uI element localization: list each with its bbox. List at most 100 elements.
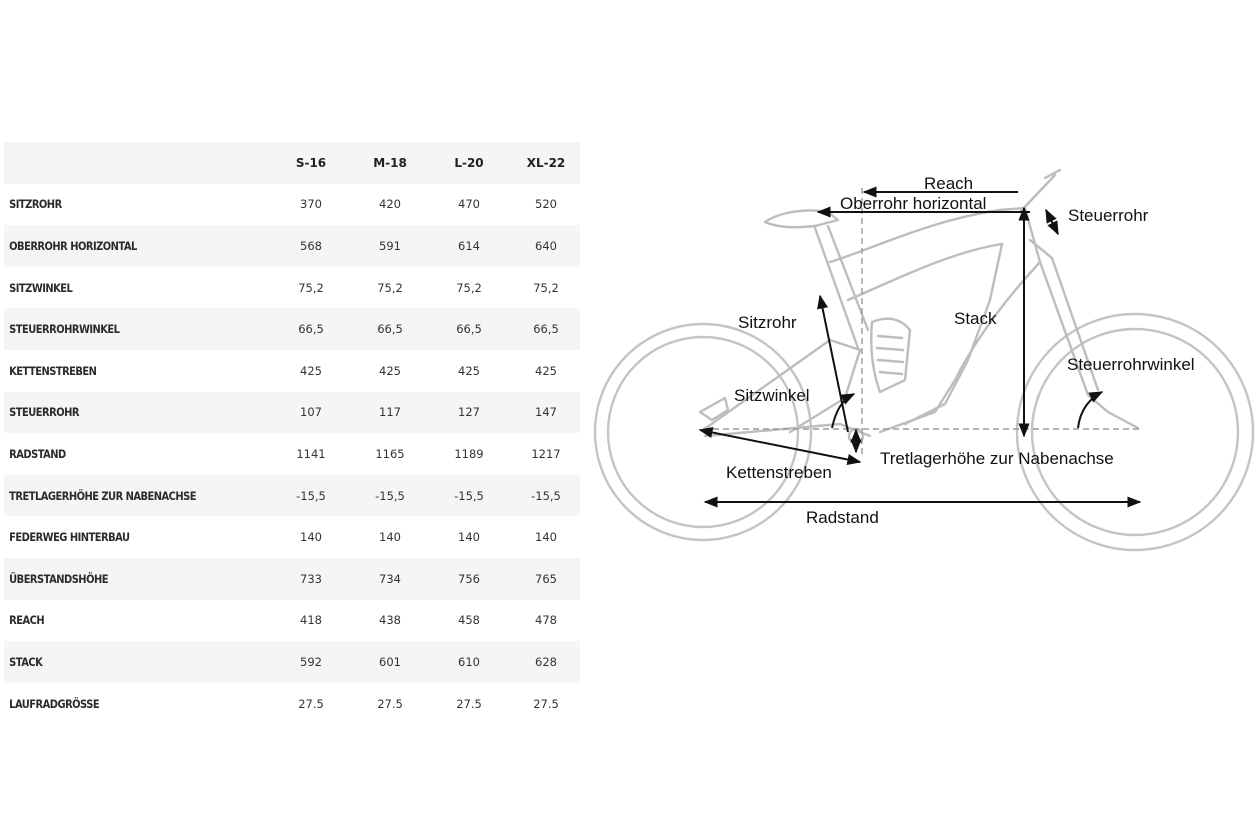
cell-value: 425 — [379, 363, 401, 378]
cell-value: 75,2 — [456, 280, 482, 295]
front-wheel — [1015, 312, 1255, 552]
table-row: TRETLAGERHÖHE ZUR NABENACHSE -15,5 -15,5… — [4, 474, 580, 517]
cell-value: 107 — [300, 405, 322, 420]
cell-value: 1189 — [454, 446, 484, 461]
cell-value: 438 — [379, 613, 401, 628]
header-size-l: L-20 — [454, 155, 484, 170]
cell-value: 117 — [379, 405, 401, 420]
cell-value: 140 — [379, 530, 401, 545]
cell-value: 420 — [379, 197, 401, 212]
sitzwinkel-label: Sitzwinkel — [734, 386, 810, 405]
geometry-table: S-16 M-18 L-20 XL-22 SITZROHR 370 420 47… — [4, 142, 580, 724]
cell-value: 75,2 — [377, 280, 403, 295]
reach-label: Reach — [924, 174, 973, 193]
row-label: TRETLAGERHÖHE ZUR NABENACHSE — [9, 488, 197, 503]
row-label: STACK — [9, 654, 43, 669]
steuerrohr-label: Steuerrohr — [1068, 206, 1149, 225]
cell-value: 66,5 — [533, 322, 559, 337]
steuerrohr-arrow — [1045, 208, 1059, 236]
cell-value: 1165 — [375, 446, 405, 461]
oberrohr-label: Oberrohr horizontal — [840, 194, 986, 213]
radstand-label: Radstand — [806, 508, 879, 527]
cell-value: 140 — [458, 530, 480, 545]
cell-value: -15,5 — [454, 488, 484, 503]
row-label: RADSTAND — [9, 446, 66, 461]
table-row: RADSTAND 1141 1165 1189 1217 — [4, 433, 580, 475]
header-label-cell — [4, 142, 268, 184]
table-row: KETTENSTREBEN 425 425 425 425 — [4, 350, 580, 392]
cell-value: 610 — [458, 654, 480, 669]
row-label: OBERROHR HORIZONTAL — [9, 238, 137, 253]
table-row: SITZROHR 370 420 470 520 — [4, 184, 580, 226]
cell-value: 756 — [458, 571, 480, 586]
cell-value: 27.5 — [377, 696, 403, 711]
cell-value: 568 — [300, 238, 322, 253]
table-row: STACK 592 601 610 628 — [4, 641, 580, 683]
steuerrohrwinkel-label: Steuerrohrwinkel — [1067, 355, 1195, 374]
kettenstreben-label: Kettenstreben — [726, 463, 832, 482]
cell-value: 640 — [535, 238, 557, 253]
cell-value: -15,5 — [375, 488, 405, 503]
cell-value: 614 — [458, 238, 480, 253]
cell-value: 425 — [300, 363, 322, 378]
cell-value: 140 — [535, 530, 557, 545]
cell-value: 140 — [300, 530, 322, 545]
steuerrohrwinkel-arc — [1077, 391, 1104, 429]
sitzwinkel-arc — [831, 393, 856, 429]
cell-value: 1141 — [296, 446, 326, 461]
row-label: REACH — [9, 613, 45, 628]
sitzrohr-line — [817, 294, 849, 433]
stack-label: Stack — [954, 309, 997, 328]
cell-value: 628 — [535, 654, 557, 669]
table-row: OBERROHR HORIZONTAL 568 591 614 640 — [4, 225, 580, 267]
cell-value: 765 — [535, 571, 557, 586]
cell-value: 734 — [379, 571, 401, 586]
row-label: LAUFRADGRÖSSE — [9, 696, 100, 711]
cell-value: 418 — [300, 613, 322, 628]
cell-value: 592 — [300, 654, 322, 669]
header-size-xl: XL-22 — [526, 155, 566, 170]
sitzrohr-label: Sitzrohr — [738, 313, 797, 332]
row-label: FEDERWEG HINTERBAU — [9, 530, 130, 545]
cell-value: 127 — [458, 405, 480, 420]
table-row: STEUERROHR 107 117 127 147 — [4, 391, 580, 434]
row-label: SITZROHR — [9, 197, 62, 212]
cell-value: 601 — [379, 654, 401, 669]
header-size-m: M-18 — [373, 155, 407, 170]
cell-value: 147 — [535, 405, 557, 420]
row-label: STEUERROHRWINKEL — [9, 322, 120, 337]
bike-geometry-diagram: Reach Oberrohr horizontal Steuerrohr Sta… — [593, 168, 1255, 552]
cell-value: 458 — [458, 613, 480, 628]
rear-wheel — [593, 322, 813, 542]
cell-value: 1217 — [531, 446, 561, 461]
cell-value: 66,5 — [377, 322, 403, 337]
row-label: KETTENSTREBEN — [9, 363, 97, 378]
row-label: SITZWINKEL — [9, 280, 73, 295]
table-row: SITZWINKEL 75,2 75,2 75,2 75,2 — [4, 267, 580, 309]
cell-value: 425 — [535, 363, 557, 378]
kettenstreben-line — [698, 426, 862, 466]
cell-value: 75,2 — [533, 280, 559, 295]
cell-value: 470 — [458, 197, 480, 212]
cell-value: 425 — [458, 363, 480, 378]
row-label: ÜBERSTANDSHÖHE — [9, 571, 108, 586]
table-header-row: S-16 M-18 L-20 XL-22 — [4, 142, 580, 184]
cell-value: 370 — [300, 197, 322, 212]
table-row: STEUERROHRWINKEL 66,5 66,5 66,5 66,5 — [4, 308, 580, 350]
header-size-s: S-16 — [295, 155, 327, 170]
tretlager-label: Tretlagerhöhe zur Nabenachse — [880, 449, 1114, 468]
cell-value: 66,5 — [298, 322, 324, 337]
cell-value: 27.5 — [533, 696, 559, 711]
cell-value: 520 — [535, 197, 557, 212]
cell-value: 75,2 — [298, 280, 324, 295]
dimension-lines — [698, 186, 1142, 508]
cell-value: 591 — [379, 238, 401, 253]
cell-value: 27.5 — [298, 696, 324, 711]
table-row: LAUFRADGRÖSSE 27.5 27.5 27.5 27.5 — [4, 683, 580, 725]
table-row: FEDERWEG HINTERBAU 140 140 140 140 — [4, 516, 580, 558]
row-label: STEUERROHR — [9, 405, 79, 420]
cell-value: 478 — [535, 613, 557, 628]
cell-value: 66,5 — [456, 322, 482, 337]
table-row: REACH 418 438 458 478 — [4, 600, 580, 642]
table-row: ÜBERSTANDSHÖHE 733 734 756 765 — [4, 557, 580, 600]
